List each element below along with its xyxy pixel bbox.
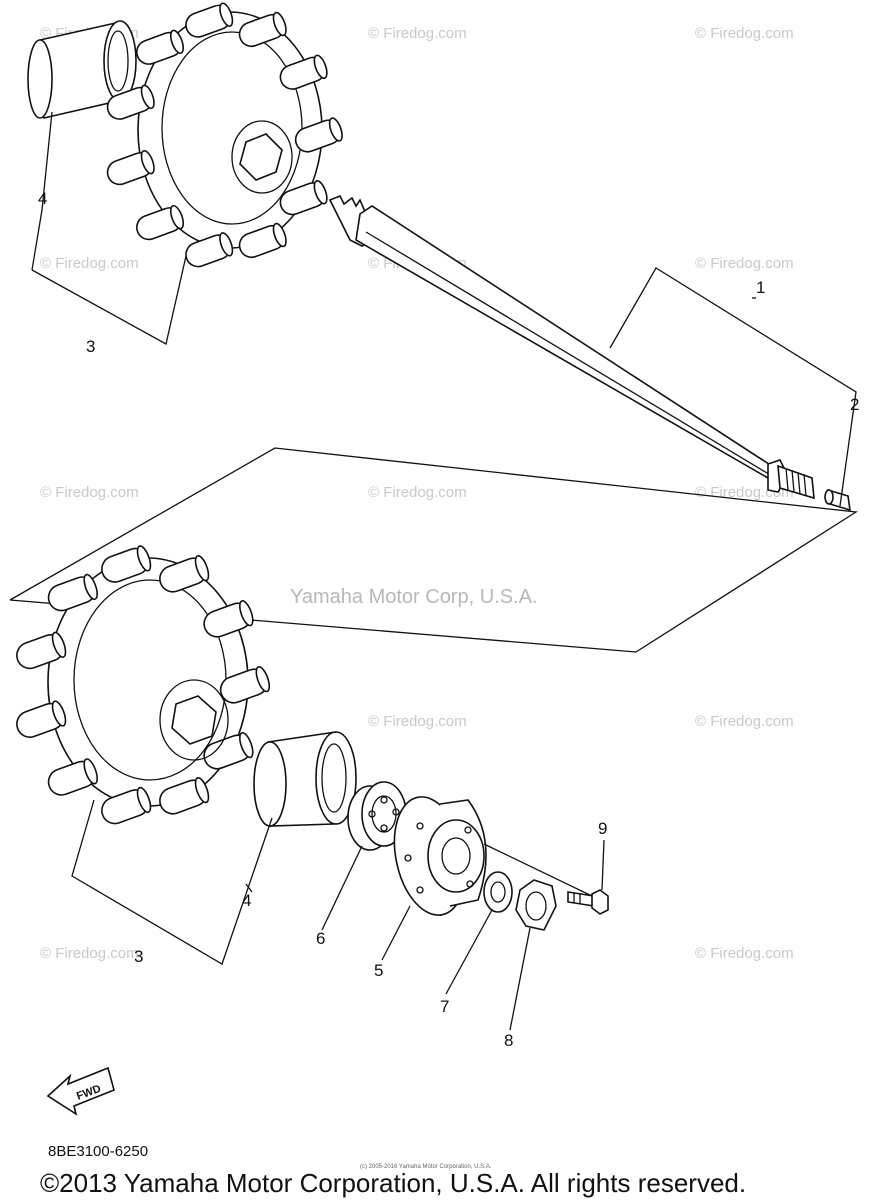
sprocket-tooth	[279, 54, 328, 90]
sprocket-tooth	[106, 149, 155, 186]
sprocket-tooth	[159, 776, 210, 815]
sprocket-top	[106, 2, 343, 268]
sprocket-tooth	[238, 11, 287, 48]
callout-8: 8	[504, 1031, 513, 1050]
shaft-plug	[824, 488, 851, 512]
sprocket-tooth	[203, 731, 254, 770]
sprocket-tooth	[47, 758, 98, 796]
diagram-code: 8BE3100-6250	[48, 1143, 148, 1160]
callout-9: 9	[598, 819, 607, 838]
washer	[483, 871, 513, 913]
callout-6: 6	[316, 929, 325, 948]
sprocket-tooth	[135, 29, 185, 65]
bolt	[567, 889, 609, 915]
sprocket-tooth	[16, 631, 67, 670]
sprocket-tooth	[159, 555, 210, 593]
watermark: © Firedog.com	[695, 255, 794, 272]
callout-7: 7	[440, 997, 449, 1016]
fwd-arrow-icon: FWD	[46, 1066, 115, 1116]
callout-4: 4	[38, 189, 47, 208]
watermark: © Firedog.com	[368, 25, 467, 42]
leader-lines	[31, 111, 857, 1031]
sprocket-tooth	[294, 117, 343, 153]
callout-5: 5	[374, 961, 383, 980]
callout-2: 2	[850, 395, 859, 414]
watermark: © Firedog.com	[695, 713, 794, 730]
callouts: 1 2 3 4 3 4 5 6 7 8 9	[38, 189, 859, 1050]
copyright-footer: ©2013 Yamaha Motor Corporation, U.S.A. A…	[40, 1168, 746, 1198]
watermark: © Firedog.com	[40, 255, 139, 272]
callout-4: 4	[242, 891, 251, 910]
sprocket-tooth	[185, 2, 234, 38]
small-copyright: (c) 2005-2016 Yamaha Motor Corporation, …	[360, 1164, 492, 1170]
callout-1: 1	[756, 278, 765, 297]
watermark: © Firedog.com	[368, 713, 467, 730]
center-watermark: Yamaha Motor Corp, U.S.A.	[290, 586, 538, 608]
callout-3: 3	[134, 947, 143, 966]
watermark: © Firedog.com	[368, 484, 467, 501]
sprocket-bottom	[16, 545, 271, 825]
callout-3: 3	[86, 337, 95, 356]
sprocket-tooth	[101, 786, 152, 825]
bearing-housing	[393, 796, 487, 916]
sprocket-tooth	[279, 180, 328, 216]
sprocket-tooth	[238, 222, 287, 259]
watermark: © Firedog.com	[695, 945, 794, 962]
sleeve-top	[27, 20, 137, 119]
watermark: © Firedog.com	[40, 484, 139, 501]
sprocket-tooth	[219, 666, 271, 704]
watermarks: © Firedog.com © Firedog.com © Firedog.co…	[40, 25, 794, 962]
nut	[515, 879, 557, 931]
sprocket-tooth	[203, 600, 254, 638]
watermark: © Firedog.com	[695, 25, 794, 42]
assembly-bracket	[9, 447, 858, 653]
sprocket-tooth	[135, 204, 185, 241]
sprocket-tooth	[106, 84, 155, 120]
sprocket-tooth	[16, 700, 67, 738]
sleeve-bottom	[253, 731, 357, 827]
sprocket-tooth	[185, 232, 234, 268]
sprocket-tooth	[47, 573, 98, 612]
watermark: © Firedog.com	[40, 945, 139, 962]
drive-shaft	[328, 194, 815, 500]
sprocket-tooth	[101, 545, 152, 583]
